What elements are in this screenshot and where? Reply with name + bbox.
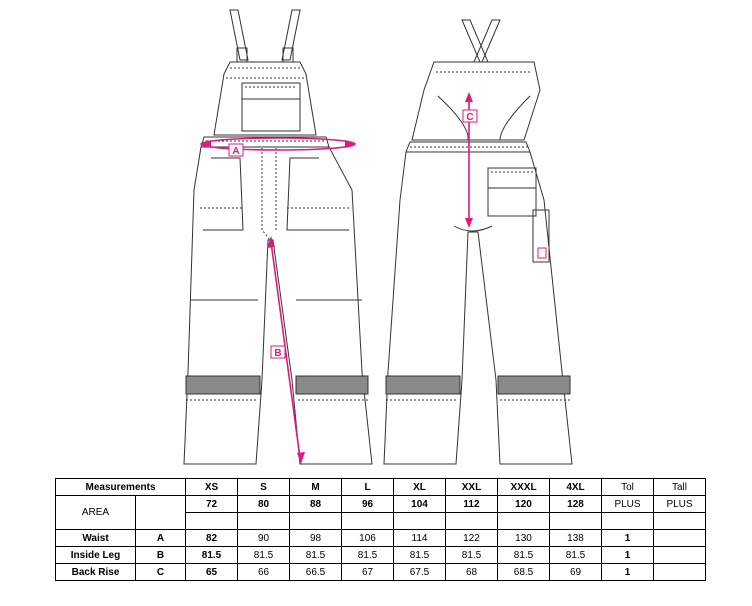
size-measurement-table: Measurements XS S M L XL XXL XXXL 4XL To… [55, 478, 706, 581]
row-value: 122 [445, 529, 498, 547]
size-number: PLUS [601, 495, 654, 513]
size-number-row: AREA 72 80 88 96 104 112 120 128 PLUS PL… [55, 495, 706, 530]
area-code-empty [135, 495, 186, 530]
waist-arrow-right [345, 140, 355, 148]
row-value: 66.5 [289, 563, 342, 581]
row-value: 81.5 [445, 546, 498, 564]
measurement-row-waist: Waist A 82 90 98 106 114 122 130 138 1 [55, 529, 706, 547]
measurement-row-back-rise: Back Rise C 65 66 66.5 67 67.5 68 68.5 6… [55, 563, 706, 581]
callout-b-label: B [274, 348, 281, 359]
row-value: 106 [341, 529, 394, 547]
size-label: XS [185, 478, 238, 496]
row-tolerance: 1 [601, 546, 654, 564]
size-number: 88 [289, 495, 342, 513]
size-number: 128 [549, 495, 602, 513]
callout-c-box [462, 109, 478, 123]
size-label: S [237, 478, 290, 496]
size-number: 72 [185, 495, 238, 513]
size-number: 112 [445, 495, 498, 513]
callout-a-box [228, 143, 244, 157]
row-tall [653, 546, 706, 564]
size-label: M [289, 478, 342, 496]
size-number: 96 [341, 495, 394, 513]
row-tall [653, 563, 706, 581]
row-name: Back Rise [55, 563, 136, 581]
row-value: 81.5 [185, 546, 238, 564]
row-value: 66 [237, 563, 290, 581]
row-value: 130 [497, 529, 550, 547]
row-value: 81.5 [393, 546, 446, 564]
callout-b-box [270, 345, 286, 359]
back-rise-arrow-top [465, 92, 473, 102]
size-label: Tol [601, 478, 654, 496]
row-code: C [135, 563, 186, 581]
front-view-garment [183, 9, 373, 465]
row-value: 138 [549, 529, 602, 547]
row-tall [653, 529, 706, 547]
measurement-row-inside-leg: Inside Leg B 81.5 81.5 81.5 81.5 81.5 81… [55, 546, 706, 564]
row-value: 65 [185, 563, 238, 581]
bib-trousers-technical-drawing: A B C [183, 9, 573, 465]
callout-a-label: A [232, 146, 239, 157]
row-value: 81.5 [549, 546, 602, 564]
row-value: 90 [237, 529, 290, 547]
size-number: 80 [237, 495, 290, 513]
size-number: 120 [497, 495, 550, 513]
row-value: 81.5 [497, 546, 550, 564]
row-value: 114 [393, 529, 446, 547]
row-code: B [135, 546, 186, 564]
area-label: AREA [55, 495, 136, 530]
row-value: 81.5 [341, 546, 394, 564]
inside-leg-arrow-bottom [297, 452, 305, 464]
row-tolerance: 1 [601, 529, 654, 547]
row-value: 68 [445, 563, 498, 581]
row-value: 69 [549, 563, 602, 581]
inside-leg-arrow-top [267, 236, 275, 248]
size-label: 4XL [549, 478, 602, 496]
size-number: PLUS [653, 495, 706, 513]
waist-measure-ellipse [200, 137, 356, 151]
waist-arrow-left [201, 140, 211, 148]
table-title: Measurements [55, 478, 186, 496]
row-value: 81.5 [289, 546, 342, 564]
row-name: Inside Leg [55, 546, 136, 564]
size-number: 104 [393, 495, 446, 513]
row-value: 82 [185, 529, 238, 547]
row-value: 68.5 [497, 563, 550, 581]
size-label: XXL [445, 478, 498, 496]
size-label: Tall [653, 478, 706, 496]
size-label: L [341, 478, 394, 496]
size-header-row: Measurements XS S M L XL XXL XXXL 4XL To… [55, 478, 706, 496]
row-name: Waist [55, 529, 136, 547]
row-value: 67 [341, 563, 394, 581]
row-code: A [135, 529, 186, 547]
back-view-garment [383, 19, 573, 465]
row-value: 98 [289, 529, 342, 547]
size-label: XXXL [497, 478, 550, 496]
row-value: 67.5 [393, 563, 446, 581]
row-value: 81.5 [237, 546, 290, 564]
callout-c-label: C [466, 112, 473, 123]
size-label: XL [393, 478, 446, 496]
row-tolerance: 1 [601, 563, 654, 581]
back-rise-arrow-bottom [465, 218, 473, 228]
